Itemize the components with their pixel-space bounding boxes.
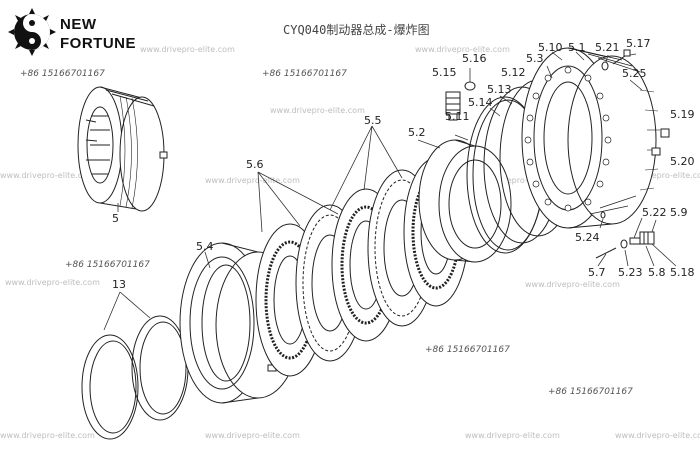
- leader-5-5: [329, 125, 403, 211]
- label-5-1: 5.1: [568, 41, 586, 54]
- leader-5-24: [599, 218, 604, 229]
- part-5-23-seal: [620, 239, 628, 249]
- leader-5-2: [417, 139, 441, 149]
- part-5-1-brake-housing: [521, 47, 660, 229]
- label-5-5: 5.5: [364, 114, 382, 127]
- watermarks: www.drivepro-elite.com www.drivepro-elit…: [0, 45, 700, 440]
- label-5-22: 5.22: [642, 206, 667, 219]
- label-5-9: 5.9: [670, 206, 688, 219]
- label-5-4: 5.4: [196, 240, 214, 253]
- label-5-25: 5.25: [622, 67, 647, 80]
- watermark: www.drivepro-elite.com: [140, 45, 235, 54]
- label-5-15: 5.15: [432, 66, 457, 79]
- leader-fittings: [597, 243, 677, 267]
- label-5-16: 5.16: [462, 52, 487, 65]
- leader-5-21: [605, 54, 609, 63]
- part-5-15-bleed-valve: [445, 91, 461, 121]
- part-5-21-washer: [601, 61, 609, 71]
- label-5-10: 5.10: [538, 41, 563, 54]
- phone-number: +86 15166701167: [262, 69, 347, 79]
- leader-5-14: [489, 107, 501, 117]
- watermark: www.drivepro-elite.com: [0, 171, 95, 180]
- leader-5-22: [633, 217, 643, 239]
- label-5-17: 5.17: [626, 37, 651, 50]
- part-5-22-adapter: [629, 237, 641, 245]
- part-13-seal-rings: [81, 315, 189, 440]
- leader-5-17: [629, 53, 637, 56]
- watermark: www.drivepro-elite.com: [270, 106, 365, 115]
- phone-number: +86 15166701167: [425, 345, 510, 355]
- watermark: www.drivepro-elite.com: [615, 431, 700, 440]
- watermark: www.drivepro-elite.com: [470, 176, 565, 185]
- leader-5-11: [454, 134, 469, 141]
- brand-logo: NEW FORTUNE: [8, 8, 136, 56]
- watermark: www.drivepro-elite.com: [415, 45, 510, 54]
- part-labels: 5 13 5.4 5.6 5.5 5.2 5.11 5.15 5.16 5.14…: [112, 37, 695, 291]
- leader-13: [103, 291, 151, 331]
- watermark: www.drivepro-elite.com: [465, 431, 560, 440]
- watermark: www.drivepro-elite.com: [0, 431, 95, 440]
- leader-5-10: [551, 51, 563, 61]
- brand-name-line1: NEW: [60, 16, 97, 33]
- watermark: www.drivepro-elite.com: [205, 176, 300, 185]
- label-5-23: 5.23: [618, 266, 643, 279]
- leader-5-25: [629, 79, 643, 91]
- leader-5-4: [204, 251, 211, 269]
- phone-numbers: +86 15166701167 +86 15166701167 +86 1516…: [20, 69, 633, 397]
- part-5-19-plug: [660, 128, 670, 138]
- diagram-title: CYQ040制动器总成-爆炸图: [283, 23, 430, 37]
- leader-5-1: [575, 51, 585, 61]
- label-5-13: 5.13: [487, 83, 512, 96]
- label-5-21: 5.21: [595, 41, 620, 54]
- phone-number: +86 15166701167: [65, 260, 150, 270]
- part-5-2-piston: [418, 139, 512, 263]
- leader-5-9: [651, 219, 657, 233]
- label-5-2: 5.2: [408, 126, 426, 139]
- watermark: www.drivepro-elite.com: [525, 280, 620, 289]
- label-5-18: 5.18: [670, 266, 695, 279]
- label-5-14: 5.14: [468, 96, 493, 109]
- label-5-7: 5.7: [588, 266, 606, 279]
- part-5-20-fitting: [651, 147, 661, 156]
- label-5: 5: [112, 212, 119, 225]
- phone-number: +86 15166701167: [20, 69, 105, 79]
- leader-5-3: [546, 65, 553, 79]
- watermark: www.drivepro-elite.com: [615, 171, 700, 180]
- label-5-11: 5.11: [445, 110, 470, 123]
- part-5-17-bolt: [612, 49, 631, 65]
- label-5-19: 5.19: [670, 108, 695, 121]
- part-5-drum: [77, 86, 168, 212]
- label-13: 13: [112, 278, 126, 291]
- watermark: www.drivepro-elite.com: [205, 431, 300, 440]
- watermark: www.drivepro-elite.com: [5, 278, 100, 287]
- part-5-24-pin: [600, 211, 606, 219]
- part-5-16-cap: [464, 81, 476, 91]
- brand-name-line2: FORTUNE: [60, 35, 136, 52]
- label-5-6: 5.6: [246, 158, 264, 171]
- label-5-20: 5.20: [670, 155, 695, 168]
- label-5-3: 5.3: [526, 52, 544, 65]
- label-5-24: 5.24: [575, 231, 600, 244]
- label-5-8: 5.8: [648, 266, 666, 279]
- label-5-12: 5.12: [501, 66, 526, 79]
- part-5-7-screw: [595, 247, 617, 259]
- leader-5-6: [257, 171, 339, 233]
- phone-number: +86 15166701167: [548, 387, 633, 397]
- part-5-9-hose-fitting: [639, 231, 655, 245]
- fortune-swirl-icon: [8, 8, 56, 56]
- leader-5-13: [499, 95, 513, 105]
